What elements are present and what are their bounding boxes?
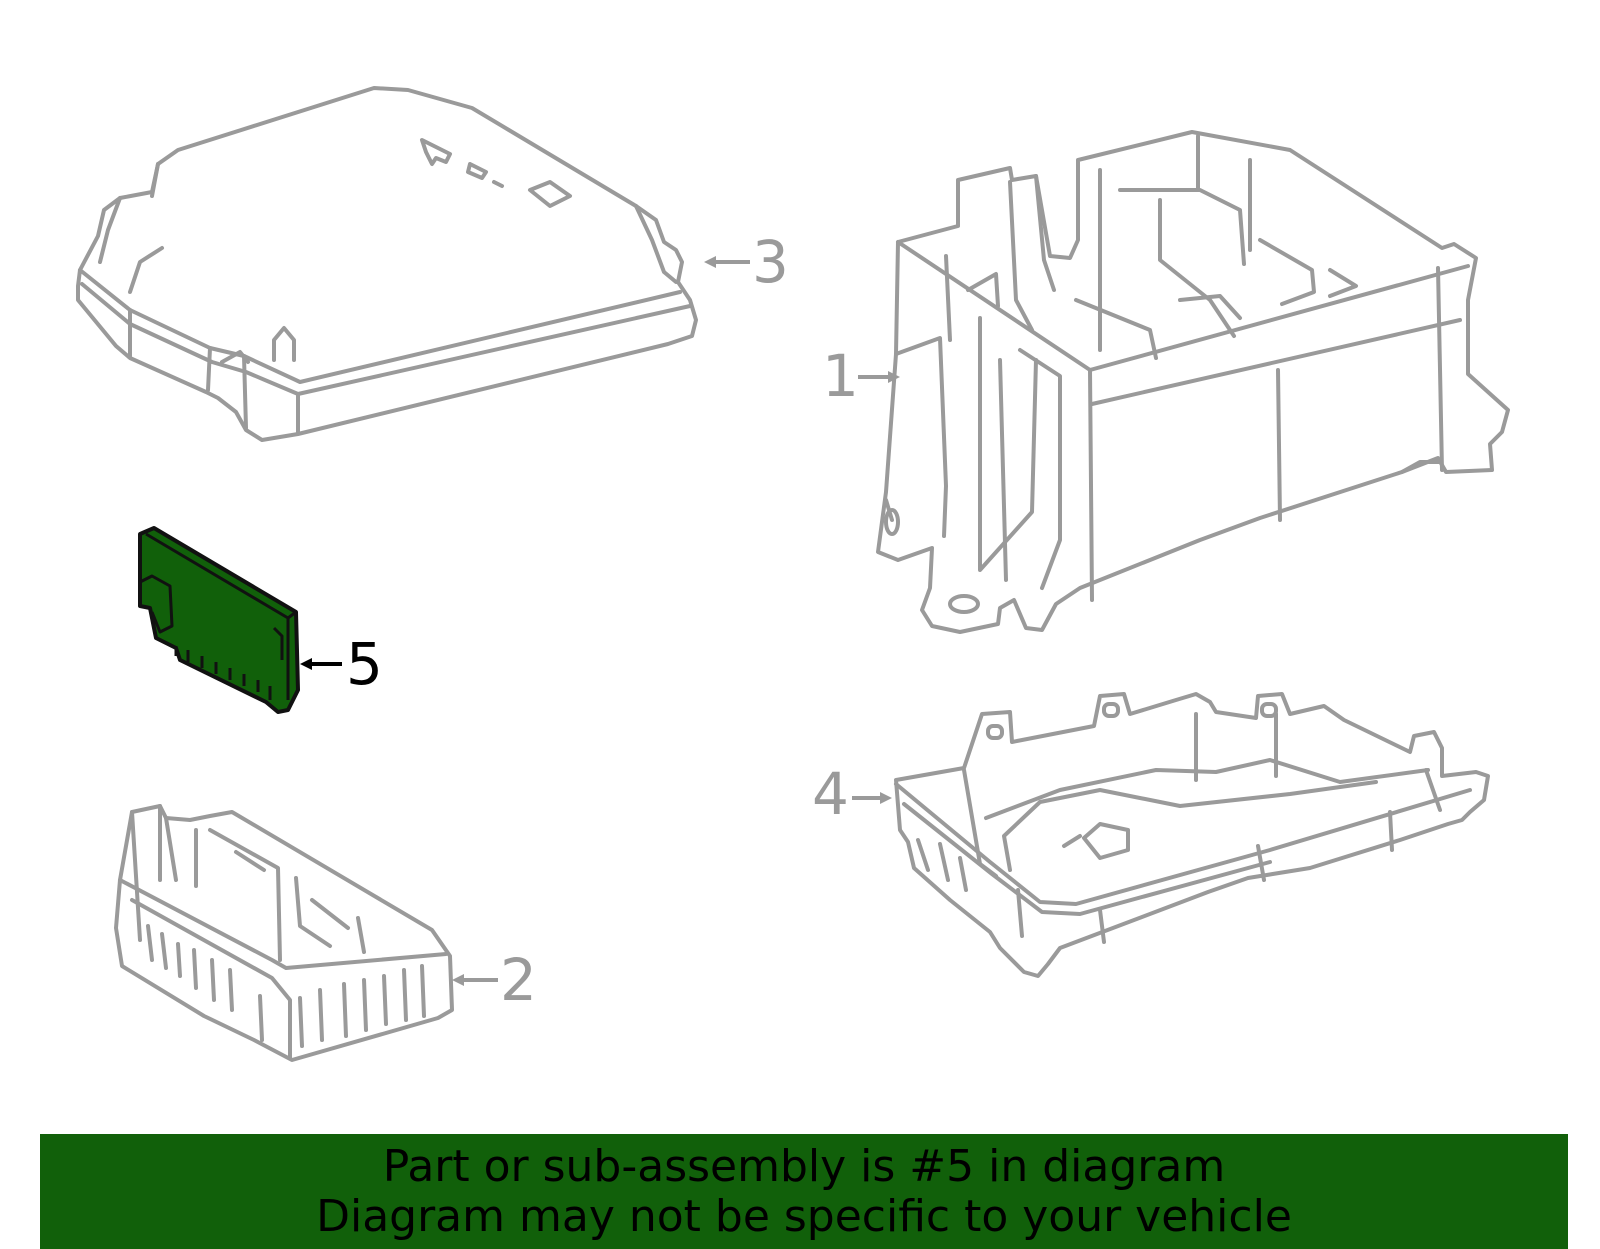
- info-banner: Part or sub-assembly is #5 in diagram Di…: [40, 1134, 1568, 1249]
- part-2-relay-block: [114, 804, 454, 1062]
- part-5-module: [138, 526, 300, 714]
- part-3-cover: [76, 86, 698, 442]
- callout-3: 3: [704, 228, 789, 296]
- callout-1: 1: [822, 342, 900, 410]
- callout-5-label: 5: [346, 630, 383, 698]
- callout-4: 4: [812, 760, 892, 828]
- part-4-tray: [894, 692, 1490, 978]
- callout-3-label: 3: [752, 228, 789, 296]
- part-5-body: [138, 526, 300, 714]
- callout-1-label: 1: [822, 342, 859, 410]
- callout-5: 5: [300, 630, 383, 698]
- callout-4-label: 4: [812, 760, 849, 828]
- banner-line-1: Part or sub-assembly is #5 in diagram: [382, 1141, 1226, 1192]
- callout-2: 2: [452, 946, 537, 1014]
- part-1-fuse-box: [876, 130, 1510, 634]
- banner-line-2: Diagram may not be specific to your vehi…: [316, 1191, 1292, 1242]
- callout-2-label: 2: [500, 946, 537, 1014]
